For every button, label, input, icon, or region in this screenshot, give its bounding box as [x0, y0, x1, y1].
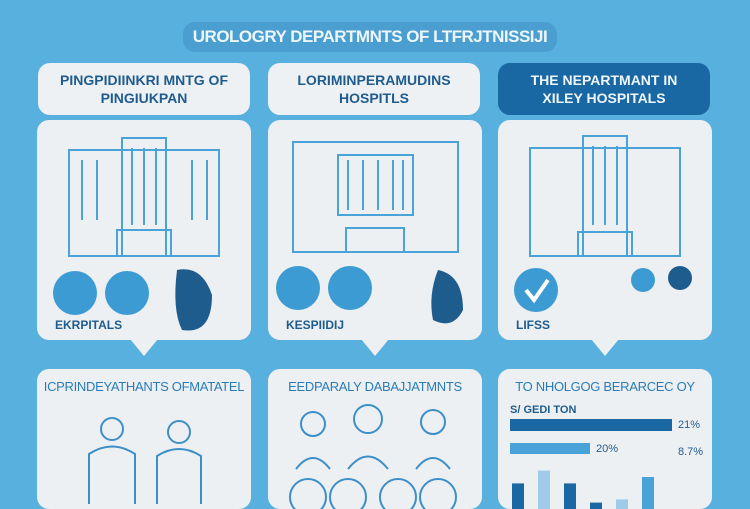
header-box-2: LORIMINPERAMUDINS HOSPITLS — [268, 63, 480, 115]
column-bar — [590, 502, 602, 509]
card-title: ICPRINDEYATHANTS OFMATATEL — [43, 379, 245, 394]
patients-illustration — [289, 404, 457, 509]
column-bar — [512, 483, 524, 509]
kidney-icon — [328, 266, 372, 310]
chart-subtitle: S/ GEDI TON — [510, 404, 577, 416]
doctor-icon — [53, 271, 97, 315]
hospital-card-2: KESPIIDIJ — [268, 120, 482, 356]
bar-1 — [510, 419, 672, 431]
nurse-icon — [631, 268, 655, 292]
card-title: TO NHOLGOG BERARCEC OY — [515, 379, 695, 394]
card-label: EKRPITALS — [55, 318, 123, 332]
hospital-illustration — [514, 135, 692, 312]
stats-card: TO NHOLGOG BERARCEC OY S/ GEDI TON 21% 2… — [498, 369, 712, 509]
departments-card: EEDPARALY DABAJJATMNTS — [268, 369, 482, 509]
staff-card: ICPRINDEYATHANTS OFMATATEL — [37, 369, 251, 509]
column-bar — [616, 499, 628, 509]
hospital-illustration — [276, 141, 463, 324]
bar-2 — [510, 443, 590, 454]
card-label: LIFSS — [516, 318, 551, 332]
column-chart — [512, 470, 654, 509]
card-label: KESPIIDIJ — [286, 318, 345, 332]
organ-icon — [431, 270, 463, 324]
column-bar — [642, 477, 654, 509]
bar-1-label: 21% — [678, 419, 701, 431]
header-box-3: THE NEPARTMANT IN XILEY HOSPITALS — [498, 63, 710, 115]
column-bar — [538, 470, 550, 509]
bladder-icon — [276, 266, 320, 310]
doctors-illustration — [88, 417, 202, 504]
bar-2-extra: 8.7% — [678, 446, 704, 458]
card-title: EEDPARALY DABAJJATMNTS — [288, 379, 462, 394]
check-icon — [514, 268, 558, 312]
page-title: UROLOGRY DEPARTMNTS OF LTFRJTNISSIJI — [183, 22, 557, 52]
bar-2-label: 20% — [596, 443, 619, 455]
hospital-card-3: LIFSS — [498, 120, 712, 356]
doctor-icon — [668, 266, 692, 290]
header-box-1: PINGPIDIINKRI MNTG OF PINGIUKPAN — [38, 63, 250, 115]
hospital-illustration — [53, 137, 220, 331]
column-bar — [564, 483, 576, 509]
kidney-icon — [105, 271, 149, 315]
organ-icon — [175, 269, 212, 331]
hospital-card-1: EKRPITALS — [37, 120, 251, 356]
